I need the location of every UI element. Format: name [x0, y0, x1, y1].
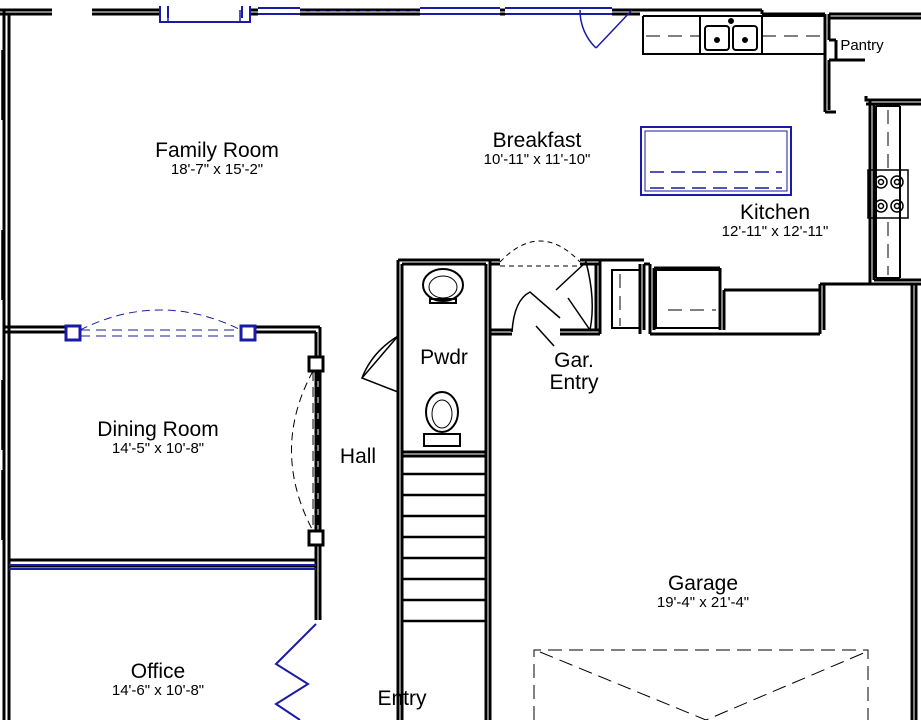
- room-label-entry: Entry: [362, 687, 442, 710]
- room-name-line1: Gar.: [554, 349, 594, 372]
- office-bifold-doors: [274, 623, 317, 720]
- room-label-garage: Garage 19'-4" x 21'-4": [628, 572, 778, 612]
- stairs: [402, 472, 486, 623]
- door-swings: [167, 9, 633, 49]
- room-label-breakfast: Breakfast 10'-11" x 11'-10": [462, 129, 612, 169]
- garage-door: [533, 649, 869, 720]
- room-label-family: Family Room 18'-7" x 15'-2": [142, 139, 292, 179]
- room-name: Family Room: [155, 139, 279, 162]
- kitchen-island: [640, 126, 792, 196]
- room-dimensions: 19'-4" x 21'-4": [656, 594, 750, 612]
- room-name: Dining Room: [97, 418, 219, 441]
- dining-opening: [64, 309, 325, 547]
- room-label-dining: Dining Room 14'-5" x 10'-8": [78, 418, 238, 458]
- room-name: Breakfast: [492, 129, 582, 152]
- room-name: Office: [130, 660, 186, 683]
- room-name: Pwdr: [420, 346, 468, 369]
- breakfast-doorway: [499, 240, 581, 267]
- room-name-line2: Entry: [549, 371, 599, 395]
- room-name: Garage: [667, 572, 739, 595]
- room-name: Entry: [377, 687, 427, 710]
- room-label-office: Office 14'-6" x 10'-8": [83, 660, 233, 700]
- room-name: Pantry: [840, 37, 884, 54]
- kitchen-counters: [611, 15, 901, 329]
- garage-entry-doors: [511, 260, 593, 347]
- room-label-garage-entry: Gar. Entry: [534, 349, 614, 395]
- pwdr-door: [360, 335, 399, 393]
- room-dimensions: 10'-11" x 11'-10": [483, 151, 591, 169]
- room-name: Kitchen: [739, 201, 811, 224]
- sink-pwdr-icon: [423, 391, 461, 447]
- room-label-hall: Hall: [330, 445, 386, 468]
- room-dimensions: 18'-7" x 15'-2": [170, 161, 264, 179]
- sink-icon: [699, 15, 763, 55]
- room-dimensions: 14'-5" x 10'-8": [111, 440, 205, 458]
- room-label-pantry: Pantry: [832, 38, 892, 54]
- toilet-icon: [422, 268, 464, 304]
- room-dimensions: 14'-6" x 10'-8": [111, 682, 205, 700]
- room-dimensions: 12'-11" x 12'-11": [721, 223, 829, 241]
- counter-dashes: [619, 35, 889, 326]
- room-label-pwdr: Pwdr: [404, 346, 484, 369]
- windows: [9, 6, 612, 570]
- room-name: Hall: [339, 445, 377, 468]
- room-label-kitchen: Kitchen 12'-11" x 12'-11": [700, 201, 850, 241]
- cooktop-icon: [867, 169, 909, 219]
